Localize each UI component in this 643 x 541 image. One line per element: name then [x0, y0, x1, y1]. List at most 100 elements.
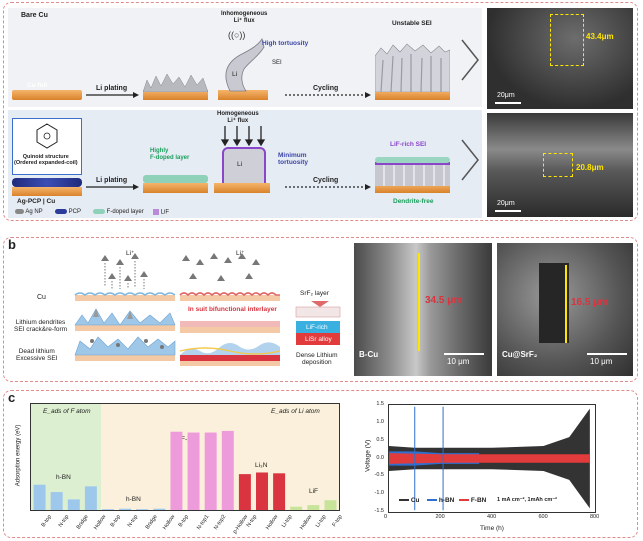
lif-icon — [153, 209, 159, 215]
bottom-li-slab — [214, 183, 270, 193]
li-plus-b1: Li⁺ — [126, 250, 135, 257]
pcp-icon — [55, 209, 67, 214]
volt-xlabel: Time (h) — [480, 525, 504, 532]
ag-np-icon — [15, 209, 24, 214]
inhomogeneous-flux: Inhomogeneous Li⁺ flux — [221, 11, 268, 24]
sei-label: SEI — [272, 60, 282, 66]
volt-x-tick: 400 — [487, 514, 497, 520]
flux-arrows-icon — [220, 126, 266, 146]
sem-b-cu: 34.5 μm B-Cu 10 μm — [354, 243, 492, 376]
top-li-slab — [218, 90, 268, 100]
bar-x-tick: Bridge — [76, 514, 91, 531]
sem-top-scalebar — [495, 102, 521, 104]
volt-legend-cu: Cu — [399, 497, 419, 504]
sem-bottom-scalebar — [495, 210, 521, 212]
bar-b-top — [102, 509, 114, 510]
top-dendrite-layer — [143, 73, 208, 92]
sem-cu-srf2-label: Cu@SrF₂ — [502, 350, 538, 359]
bar-x-tick: N-top — [57, 514, 71, 529]
sem-cu-srf2-scalebar — [587, 353, 627, 355]
sem-cu-srf2: 16.5 μm Cu@SrF₂ 10 μm — [497, 243, 633, 376]
bar-x-tick: Li-top — [314, 514, 328, 529]
voltage-chart-svg — [389, 406, 590, 511]
lif-rich-sei: LiF-rich SEI — [390, 141, 427, 148]
cu-foil-label: Cu foil — [27, 82, 48, 89]
sem-bottom-measure-box — [543, 153, 573, 177]
volt-x-tick: 200 — [435, 514, 445, 520]
volt-y-tick: -1.5 — [374, 508, 384, 514]
bottom-cycled-li — [375, 162, 450, 186]
panel-a-arrows — [86, 39, 479, 190]
bar-n-top2 — [204, 432, 217, 510]
bar-x-tick: Hollow — [298, 514, 314, 531]
bar-x-tick: N-top — [126, 514, 140, 529]
volt-x-tick: 800 — [590, 514, 600, 520]
panel-b-label: b — [8, 237, 16, 252]
eads-li-label: E_ads of Li atom — [271, 408, 320, 415]
bar-ylabel: Adsorption energy (eV) — [15, 424, 22, 487]
bare-cu-title: Bare Cu — [21, 12, 48, 19]
panel-b — [3, 237, 638, 382]
sem-b-cu-label: B-Cu — [359, 350, 379, 359]
bar-n-top — [238, 474, 251, 510]
high-tortuosity: High tortuosity — [262, 40, 309, 47]
bottom-cycled-lif-top — [375, 157, 450, 163]
srf2-layer-label: SrF₂ layer — [300, 290, 329, 297]
legend-line-cu — [399, 499, 409, 502]
dendrite-free: Dendrite-free — [393, 198, 434, 205]
bar-n-top — [119, 508, 132, 510]
bar-x-tick: Hollow — [93, 514, 108, 531]
li-label-bottom: Li — [237, 162, 243, 168]
panel-c-label: c — [8, 390, 16, 405]
volt-legend-hbn: h-BN — [427, 497, 454, 504]
volt-condition: 1 mA cm⁻², 1mAh cm⁻² — [497, 497, 558, 503]
sem-top-measure-box — [550, 14, 584, 66]
volt-x-tick: 0 — [384, 514, 388, 520]
quinoid-label: Quinoid structure (Ordered expanded-coil… — [14, 154, 78, 167]
bottom-plated-fdoped — [143, 175, 208, 183]
panel-b-schematic — [74, 253, 341, 366]
sem-cu-srf2-scale: 10 μm — [590, 357, 613, 366]
li-plating-top: Li plating — [96, 85, 128, 92]
bar-x-tick: Bridge — [144, 514, 159, 531]
li-plating-bottom: Li plating — [96, 177, 128, 184]
bar-li-top — [273, 473, 286, 510]
sem-bottom-scale: 20μm — [497, 200, 515, 207]
panel-c — [3, 390, 638, 538]
top-li-dendrite — [225, 38, 265, 92]
bar-x-tick: B-top — [109, 514, 122, 529]
bottom-cu-slab — [12, 187, 82, 196]
bar-x-tick: Hollow — [264, 514, 279, 531]
bar-x-tick: N-top2 — [213, 514, 228, 531]
bar-chart: E_ads of F atom E_ads of Li atom h-BN h-… — [30, 403, 340, 511]
bar-b-top — [170, 431, 183, 510]
bar-hollow — [290, 506, 303, 510]
volt-y-tick: 0.0 — [376, 454, 384, 461]
legend-ag-np: Ag NP — [15, 209, 43, 216]
bar-x-tick: B-top — [40, 514, 54, 529]
homogeneous-flux: Homogeneous Li⁺ flux — [217, 111, 259, 124]
voltage-chart: Cu h-BN F-BN 1 mA cm⁻², 1mAh cm⁻² — [388, 404, 596, 513]
quinoid-structure-icon — [36, 123, 58, 149]
legend-fdoped: F-doped layer — [93, 209, 144, 216]
sem-b-cu-measure: 34.5 μm — [425, 295, 463, 306]
volt-y-tick: 1.5 — [376, 401, 384, 407]
legend-line-hbn — [427, 499, 437, 502]
bottom-li-column — [222, 147, 266, 185]
volt-legend-fbn: F-BN — [459, 497, 486, 504]
bar-bridge — [67, 499, 80, 510]
quinoid-box — [12, 118, 82, 175]
sem-image-top: 43.4μm 20μm — [487, 8, 633, 109]
sem-cu-srf2-trench — [539, 263, 569, 343]
lisr-alloy-label: LiSr alloy — [305, 336, 332, 343]
top-cycled-slab — [375, 90, 450, 100]
group-hbn-li: h-BN — [126, 496, 141, 503]
voltage-band-f-bn — [389, 453, 590, 464]
cycling-bottom: Cycling — [313, 177, 339, 184]
dead-lithium-label: Dead lithium Excessive SEI — [16, 348, 58, 363]
li-plus-b2: Li⁺ — [236, 250, 245, 257]
bar-x-tick: N-top1 — [196, 514, 211, 531]
